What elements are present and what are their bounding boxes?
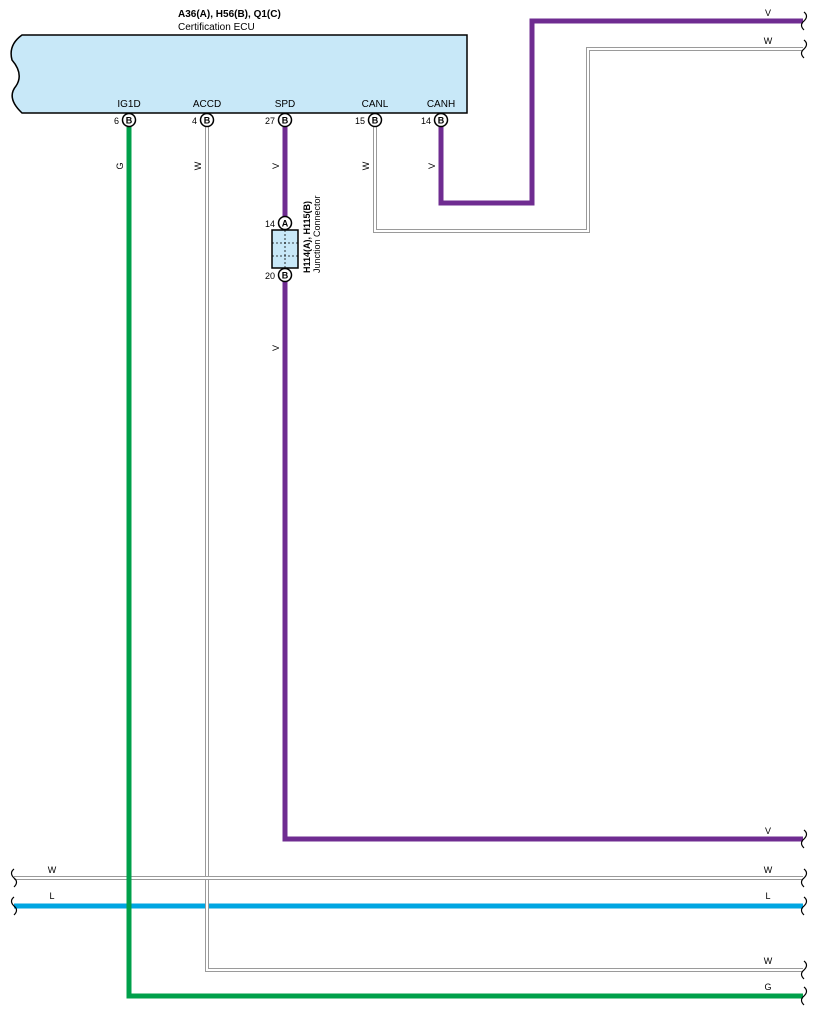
wire-label-accd: W xyxy=(193,161,203,170)
terminal-name-spd: SPD xyxy=(275,99,296,110)
pin-number-canl: 15 xyxy=(355,116,365,126)
wire-label-spd-lower: V xyxy=(271,345,281,351)
ecu-title: A36(A), H56(B), Q1(C) xyxy=(178,9,281,20)
break-markers xyxy=(10,11,808,1006)
wire-label-canl: W xyxy=(361,161,371,170)
terminal-name-canl: CANL xyxy=(362,99,389,110)
wire-label-bus-w-left: W xyxy=(48,865,57,875)
wire-label-accd-right: W xyxy=(764,956,773,966)
wire-label-top-right-w: W xyxy=(764,36,773,46)
terminal-name-accd: ACCD xyxy=(193,99,221,110)
junction-pin-bottom-conn: B xyxy=(282,271,289,281)
wire-ig1d-green xyxy=(126,127,803,999)
junction-pin-bottom-number: 20 xyxy=(265,271,275,281)
wire-canh-violet xyxy=(438,18,803,206)
junction-subtitle: Junction Connector xyxy=(312,195,322,273)
pin-number-ig1d: 6 xyxy=(114,116,119,126)
wire-label-spd: V xyxy=(271,163,281,169)
wire-label-bus-w-right: W xyxy=(764,865,773,875)
pin-conn-spd: B xyxy=(282,116,289,126)
terminal-pins: B 6 B 4 B 27 B 15 B 14 xyxy=(114,112,449,128)
wire-label-ig1d: G xyxy=(115,162,125,169)
pin-number-spd: 27 xyxy=(265,116,275,126)
vertical-wire-labels: G W V W V V xyxy=(115,161,437,351)
pin-conn-canh: B xyxy=(438,116,445,126)
pin-conn-accd: B xyxy=(204,116,211,126)
wire-label-mid-right-v: V xyxy=(765,826,771,836)
junction-pin-top-conn: A xyxy=(282,219,289,229)
wire-spd-violet-lower xyxy=(282,281,803,842)
pin-conn-canl: B xyxy=(372,116,379,126)
wire-label-bus-l-right: L xyxy=(765,891,770,901)
wire-label-canh: V xyxy=(427,163,437,169)
pin-number-canh: 14 xyxy=(421,116,431,126)
ecu-subtitle: Certification ECU xyxy=(178,22,255,33)
pin-number-accd: 4 xyxy=(192,116,197,126)
certification-ecu: A36(A), H56(B), Q1(C) Certification ECU … xyxy=(10,9,468,114)
wire-label-top-right-v: V xyxy=(765,8,771,18)
junction-pin-top-number: 14 xyxy=(265,219,275,229)
horizontal-wire-labels: V W V W W L L W G xyxy=(48,8,773,992)
terminal-name-canh: CANH xyxy=(427,99,455,110)
junction-title: H114(A), H115(B) xyxy=(302,201,312,273)
terminal-name-ig1d: IG1D xyxy=(117,99,140,110)
wire-label-ig1d-right: G xyxy=(764,982,771,992)
pin-conn-ig1d: B xyxy=(126,116,133,126)
junction-connector: A 14 B 20 H114(A), H115(B) Junction Conn… xyxy=(265,195,322,283)
wire-label-bus-l-left: L xyxy=(49,891,54,901)
